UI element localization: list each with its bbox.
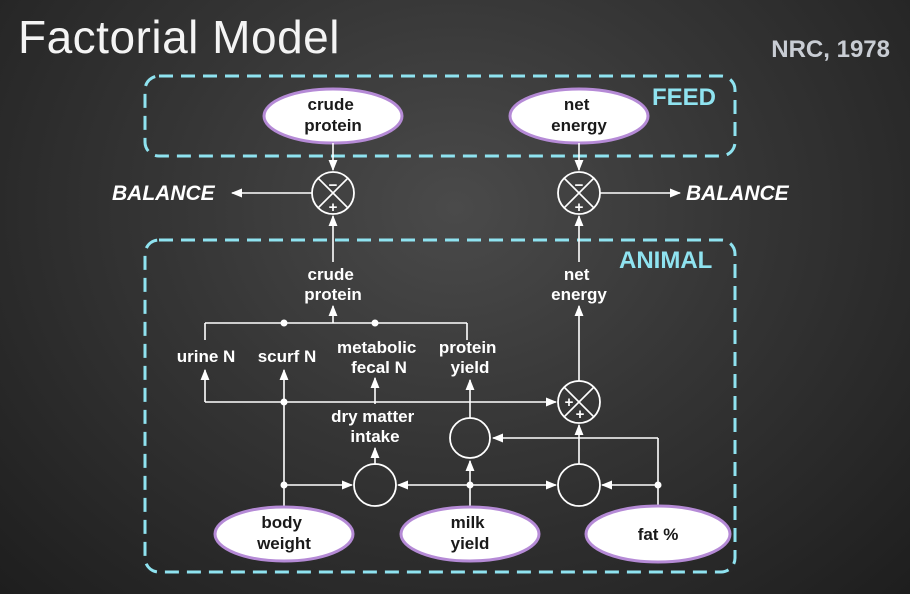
right-minus-sign: − xyxy=(575,177,584,194)
milk-yield-oval xyxy=(399,505,541,563)
balance-left-label: BALANCE xyxy=(112,182,216,205)
fat-pct-oval xyxy=(584,504,732,564)
right-plus-sign: + xyxy=(575,199,584,216)
svg-text:crude protein: crude protein xyxy=(304,95,362,135)
scurf-n-label: scurf N xyxy=(258,347,317,366)
svg-text:net energy: net energy xyxy=(551,265,607,304)
left-plus-sign: + xyxy=(329,199,338,216)
dry-matter-intake-line2: intake xyxy=(350,427,399,446)
energy-balance-comparator: − + xyxy=(557,171,601,216)
energy-plus-bottom: + xyxy=(576,406,585,423)
feed-net-energy-line1: net xyxy=(564,95,590,114)
feed-crude-protein-line2: protein xyxy=(304,116,362,135)
energy-plus-left: + xyxy=(565,394,574,411)
milk-yield-line1: milk xyxy=(451,513,486,532)
left-minus-sign: − xyxy=(329,177,338,194)
dmi-node xyxy=(353,463,397,507)
milk-yield-line2: yield xyxy=(451,534,490,553)
feed-crude-protein-line1: crude xyxy=(307,95,353,114)
svg-text:milk yield: milk yield xyxy=(451,513,490,553)
animal-box xyxy=(143,238,737,574)
svg-text:net energy: net energy xyxy=(551,95,607,135)
balance-right-label: BALANCE xyxy=(686,182,790,205)
animal-label: ANIMAL xyxy=(619,247,712,274)
page-title: Factorial Model xyxy=(18,11,340,63)
milk-energy-node xyxy=(557,463,601,507)
protein-yield-node xyxy=(449,417,491,459)
svg-text:body weight: body weight xyxy=(256,513,311,553)
citation: NRC, 1978 xyxy=(771,36,890,63)
svg-text:crude protein: crude protein xyxy=(304,265,362,304)
body-weight-oval xyxy=(213,505,355,563)
feed-box xyxy=(143,74,737,158)
metabolic-fecal-n-line1: metabolic xyxy=(337,338,416,357)
animal-crude-protein-line2: protein xyxy=(304,285,362,304)
energy-sum-node: + + xyxy=(557,380,601,424)
dry-matter-intake-line1: dry matter xyxy=(331,407,415,426)
body-weight-line2: weight xyxy=(256,534,311,553)
body-weight-line1: body xyxy=(261,513,302,532)
fat-pct-label: fat % xyxy=(638,525,679,544)
feed-label: FEED xyxy=(652,84,716,111)
animal-net-energy-line2: energy xyxy=(551,285,607,304)
protein-yield-line1: protein xyxy=(439,338,497,357)
svg-text:protein yield: protein yield xyxy=(439,338,501,377)
feed-net-energy-line2: energy xyxy=(551,116,607,135)
svg-text:metabolic fecal N: metabolic fecal N xyxy=(337,338,421,377)
metabolic-fecal-n-line2: fecal N xyxy=(351,358,407,377)
svg-text:dry matter intake: dry matter intake xyxy=(331,407,419,446)
animal-crude-protein-line1: crude xyxy=(307,265,353,284)
protein-yield-line2: yield xyxy=(451,358,490,377)
animal-net-energy-line1: net xyxy=(564,265,590,284)
protein-balance-comparator: − + xyxy=(311,171,355,216)
urine-n-label: urine N xyxy=(177,347,236,366)
